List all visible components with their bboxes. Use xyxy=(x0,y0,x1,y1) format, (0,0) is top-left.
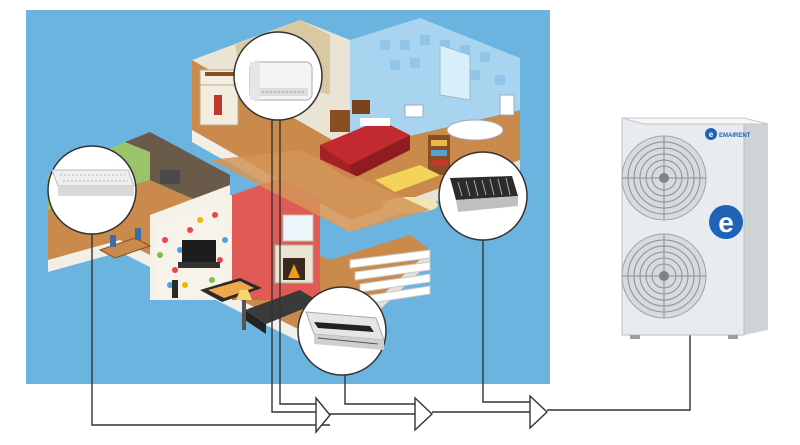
branch-joint-3 xyxy=(529,394,549,430)
branch-joints xyxy=(315,394,549,434)
pipe-ceiling-cassette-left xyxy=(91,225,330,426)
refrigerant-piping xyxy=(91,112,691,426)
ceiling-cassette-icon xyxy=(51,169,135,196)
callout-wall-mounted xyxy=(233,31,323,121)
branch-joint-2 xyxy=(414,396,434,432)
brand-logo-icon: e xyxy=(709,205,743,239)
brand-label: EMAIRENT xyxy=(719,133,751,139)
svg-text:e: e xyxy=(709,130,714,139)
callout-ceiling-cassette-bottom xyxy=(297,286,387,376)
ceiling-cassette-icon xyxy=(305,311,385,350)
outdoor-fan-bottom-icon xyxy=(621,233,707,319)
wall-mounted-ac-icon xyxy=(249,61,313,101)
pipe-to-outdoor-unit xyxy=(547,330,691,411)
pipe-ducted-unit xyxy=(482,233,530,403)
ducted-unit-icon xyxy=(450,176,518,212)
pipe-ceiling-cassette-bottom xyxy=(344,372,415,405)
logo-letter: e xyxy=(718,207,734,238)
outdoor-unit: e EMAIRENT e xyxy=(621,117,769,339)
callout-ceiling-cassette-left xyxy=(47,145,137,235)
branch-joint-1 xyxy=(315,396,331,434)
brand-badge: e EMAIRENT xyxy=(705,128,751,140)
callout-ducted-unit xyxy=(438,151,528,241)
pipe-wall-mounted-a xyxy=(271,112,318,413)
staircase xyxy=(349,249,431,305)
outdoor-fan-top-icon xyxy=(621,135,707,221)
pipe-wall-mounted-b xyxy=(279,112,318,405)
